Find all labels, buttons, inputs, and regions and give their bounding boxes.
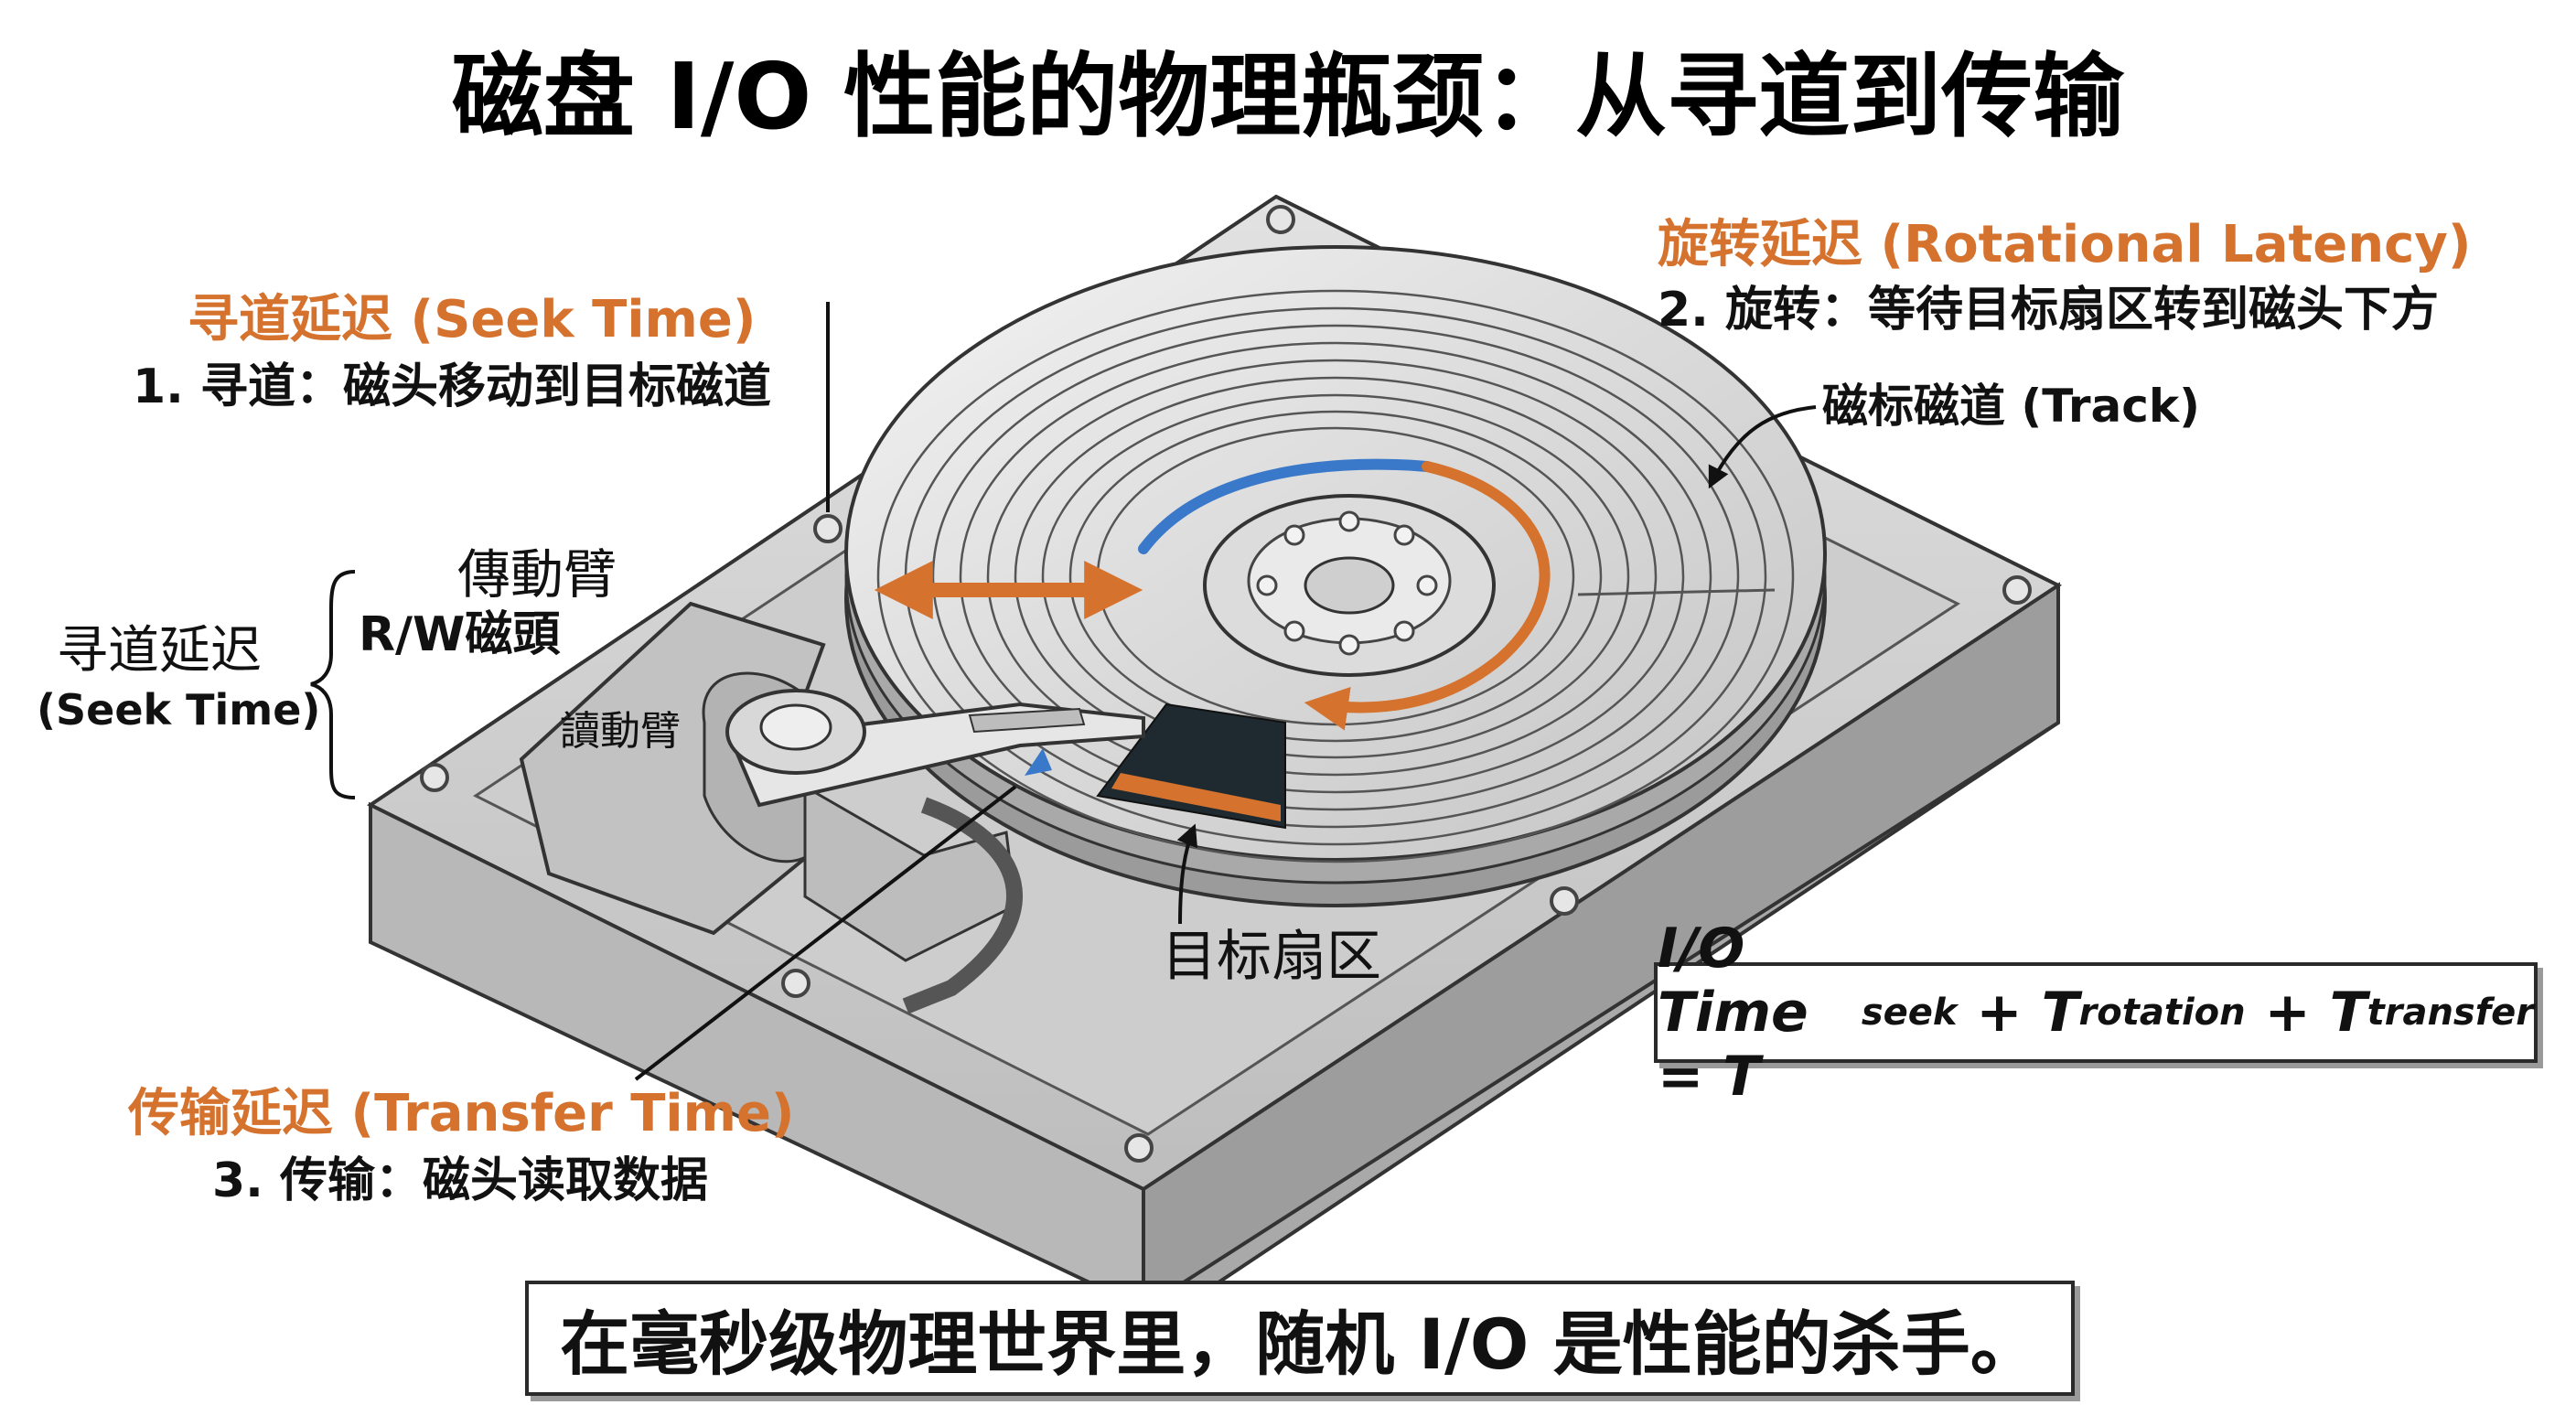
formula-seek-sub: seek [1861, 992, 1958, 1034]
sector-leader-line [1176, 823, 1198, 925]
screw-hole [1124, 1133, 1154, 1163]
seek-heading: 寻道延迟 (Seek Time) [188, 290, 757, 349]
rotation-step: 2. 旋转：等待目标扇区转到磁头下方 [1658, 283, 2440, 338]
rotation-heading: 旋转延迟 (Rotational Latency) [1658, 215, 2472, 274]
platter [844, 245, 1827, 907]
brace-label-line2: (Seek Time) [37, 685, 321, 735]
conclusion-text: 在毫秒级物理世界里，随机 I/O 是性能的杀手。 [560, 1303, 2040, 1385]
rw-head-marker [1025, 748, 1052, 776]
screw-holes [420, 205, 2032, 1163]
seek-step: 1. 寻道：磁头移动到目标磁道 [133, 359, 772, 414]
page-title: 磁盘 I/O 性能的物理瓶颈：从寻道到传输 [451, 43, 2125, 150]
screw-hole [1266, 205, 1295, 234]
rw-head-label: R/W磁頭 [359, 607, 561, 662]
transfer-heading: 传输延迟 (Transfer Time) [128, 1084, 795, 1143]
screw-hole [2002, 575, 2032, 605]
read-arm-label: 讀動臂 [560, 708, 681, 755]
seek-brace [310, 570, 356, 799]
conclusion-banner: 在毫秒级物理世界里，随机 I/O 是性能的杀手。 [525, 1281, 2075, 1396]
screw-hole [781, 969, 810, 998]
screw-hole [1550, 886, 1579, 916]
transfer-step: 3. 传输：磁头读取数据 [212, 1153, 709, 1208]
rotation-arrow [1304, 461, 1551, 731]
track-label: 磁标磁道 (Track) [1822, 380, 2201, 433]
sector-line [1577, 588, 1776, 596]
blue-track-arc [1138, 458, 1433, 554]
screw-hole [420, 763, 449, 792]
formula-prefix: I/O Time = T [1658, 917, 1809, 1109]
target-sector-label: 目标扇区 [1162, 925, 1381, 989]
actuator [519, 601, 1145, 1014]
actuator-arm-label: 傳動臂 [457, 543, 617, 606]
screw-hole [813, 514, 843, 543]
formula-plus-1: + T [1957, 981, 2079, 1045]
transfer-leader-line [634, 785, 1017, 1081]
formula-transfer-sub: transfer [2367, 992, 2534, 1034]
formula-rotation-sub: rotation [2078, 992, 2246, 1034]
target-sector-highlight [1111, 773, 1281, 821]
brace-label-line1: 寻道延迟 [57, 621, 262, 681]
track-leader-line [1708, 405, 1817, 489]
formula-plus-2: + T [2245, 981, 2367, 1045]
